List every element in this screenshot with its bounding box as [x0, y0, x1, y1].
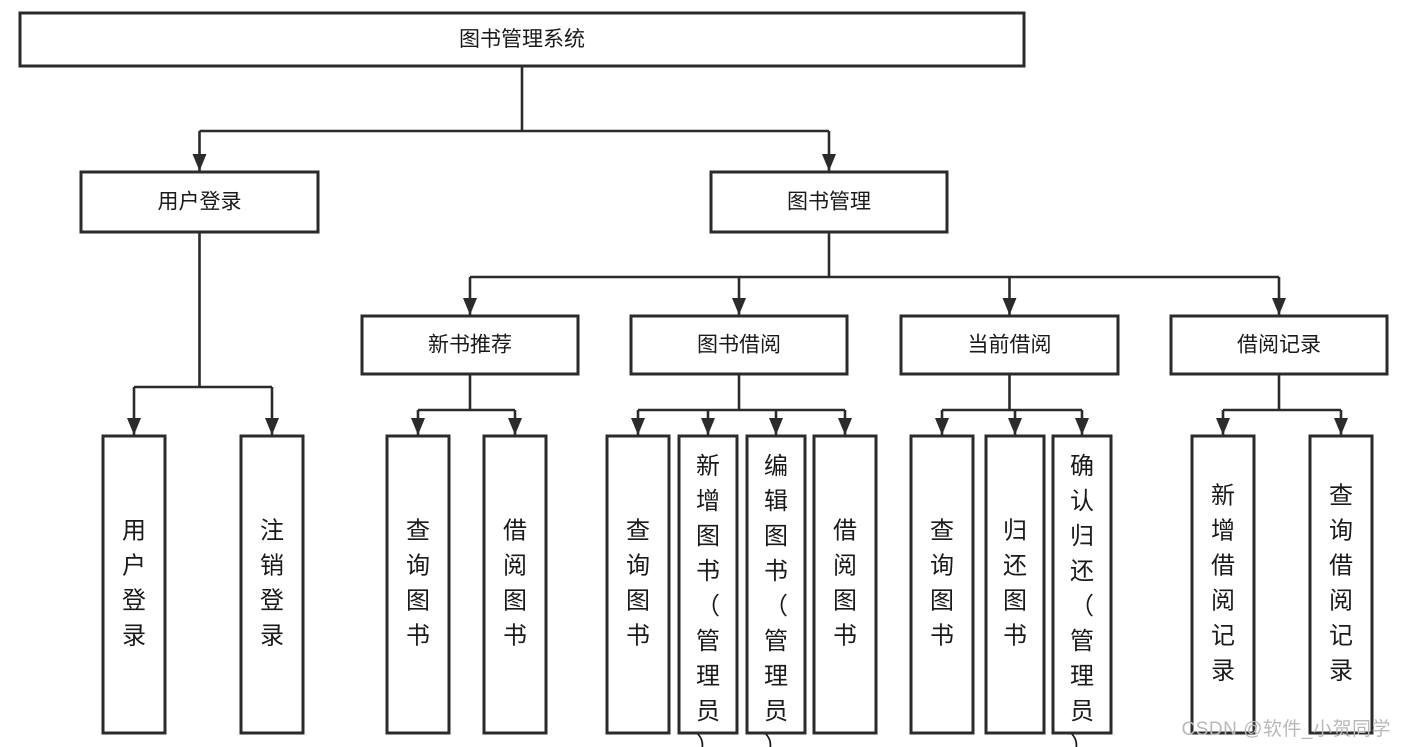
- arrow-head-icon: [411, 418, 425, 435]
- arrow-head-icon: [508, 418, 522, 435]
- node-leaf-borrow-book-recommend-label: 借阅图书: [503, 518, 527, 650]
- node-leaf-confirm-return[interactable]: 确认归还（管理员）: [1051, 434, 1113, 747]
- node-borrow-record[interactable]: 借阅记录: [1169, 314, 1389, 376]
- node-leaf-query-borrow-record-box: [1308, 434, 1374, 735]
- node-leaf-borrow-book-label: 借阅图书: [833, 518, 857, 650]
- node-leaf-edit-book-label: 编辑图书（管理员）: [764, 453, 788, 747]
- node-leaf-borrow-book[interactable]: 借阅图书: [812, 434, 878, 735]
- node-leaf-borrow-book-recommend[interactable]: 借阅图书: [482, 434, 548, 735]
- node-leaf-query-book-recommend[interactable]: 查询图书: [385, 434, 451, 735]
- node-leaf-borrow-book-recommend-box: [482, 434, 548, 735]
- node-leaf-return-book-label: 归还图书: [1003, 518, 1027, 650]
- node-new-book-recommend-label: 新书推荐: [428, 334, 512, 357]
- node-leaf-query-borrow-record-label: 查询借阅记录: [1329, 483, 1353, 685]
- node-user-login[interactable]: 用户登录: [79, 170, 320, 234]
- node-leaf-query-book-current-label: 查询图书: [930, 518, 954, 650]
- arrow-head-icon: [127, 418, 141, 435]
- node-root-label: 图书管理系统: [459, 28, 585, 51]
- node-leaf-user-logout-label: 注销登录: [260, 518, 284, 650]
- node-leaf-add-book-box: [677, 434, 739, 735]
- node-borrow-record-box: [1169, 314, 1389, 376]
- node-leaf-query-book-borrow-box: [605, 434, 671, 735]
- node-leaf-add-borrow-record-label: 新增借阅记录: [1211, 483, 1235, 685]
- arrow-head-icon: [1272, 298, 1286, 315]
- arrow-head-icon: [935, 418, 949, 435]
- node-leaf-query-borrow-record[interactable]: 查询借阅记录: [1308, 434, 1374, 735]
- arrow-head-icon: [463, 298, 477, 315]
- node-current-borrow[interactable]: 当前借阅: [899, 314, 1120, 376]
- node-book-manage[interactable]: 图书管理: [709, 170, 949, 234]
- arrow-head-icon: [732, 298, 746, 315]
- node-leaf-confirm-return-box: [1051, 434, 1113, 735]
- node-leaf-confirm-return-label: 确认归还（管理员）: [1070, 453, 1094, 747]
- arrow-head-icon: [192, 154, 207, 171]
- node-leaf-user-login-box: [101, 434, 167, 735]
- node-book-manage-label: 图书管理: [787, 191, 871, 214]
- node-leaf-user-logout[interactable]: 注销登录: [239, 434, 305, 735]
- node-leaf-query-book-recommend-label: 查询图书: [406, 518, 430, 650]
- node-leaf-return-book-box: [984, 434, 1046, 735]
- node-leaf-user-logout-box: [239, 434, 305, 735]
- arrow-head-icon: [1008, 418, 1022, 435]
- node-leaf-query-book-current-box: [909, 434, 975, 735]
- node-user-login-box: [79, 170, 320, 234]
- node-leaf-query-book-recommend-box: [385, 434, 451, 735]
- node-root[interactable]: 图书管理系统: [18, 11, 1026, 68]
- node-book-borrow[interactable]: 图书借阅: [629, 314, 849, 376]
- node-book-manage-box: [709, 170, 949, 234]
- node-current-borrow-box: [899, 314, 1120, 376]
- node-borrow-record-label: 借阅记录: [1237, 334, 1321, 357]
- node-leaf-user-login[interactable]: 用户登录: [101, 434, 167, 735]
- arrow-head-icon: [1002, 298, 1017, 315]
- node-leaf-user-login-label: 用户登录: [122, 518, 146, 650]
- node-leaf-query-book-current[interactable]: 查询图书: [909, 434, 975, 735]
- node-root-box: [18, 11, 1026, 68]
- node-book-borrow-label: 图书借阅: [697, 334, 781, 357]
- node-leaf-edit-book[interactable]: 编辑图书（管理员）: [745, 434, 807, 747]
- node-new-book-recommend[interactable]: 新书推荐: [360, 314, 580, 376]
- arrow-head-icon: [631, 418, 645, 435]
- node-book-borrow-box: [629, 314, 849, 376]
- node-leaf-add-book[interactable]: 新增图书（管理员）: [677, 434, 739, 747]
- arrow-head-icon: [838, 418, 852, 435]
- node-leaf-edit-book-box: [745, 434, 807, 735]
- node-layer: 图书管理系统用户登录图书管理新书推荐图书借阅当前借阅借阅记录用户登录注销登录查询…: [18, 11, 1389, 747]
- arrow-head-icon: [1334, 418, 1348, 435]
- arrow-head-icon: [1075, 418, 1089, 435]
- arrow-head-icon: [1216, 418, 1230, 435]
- connector-layer: [127, 66, 1348, 435]
- arrow-head-icon: [769, 418, 783, 435]
- node-leaf-add-borrow-record-box: [1190, 434, 1256, 735]
- node-leaf-return-book[interactable]: 归还图书: [984, 434, 1046, 735]
- node-leaf-add-book-label: 新增图书（管理员）: [696, 453, 720, 747]
- node-new-book-recommend-box: [360, 314, 580, 376]
- csdn-watermark: CSDN @软件_小贺同学: [1181, 719, 1391, 740]
- node-leaf-query-book-borrow[interactable]: 查询图书: [605, 434, 671, 735]
- node-leaf-query-book-borrow-label: 查询图书: [626, 518, 650, 650]
- node-leaf-add-borrow-record[interactable]: 新增借阅记录: [1190, 434, 1256, 735]
- arrow-head-icon: [265, 418, 279, 435]
- node-leaf-borrow-book-box: [812, 434, 878, 735]
- node-user-login-label: 用户登录: [158, 191, 242, 214]
- arrow-head-icon: [822, 154, 836, 171]
- arrow-head-icon: [701, 418, 715, 435]
- node-current-borrow-label: 当前借阅: [968, 334, 1052, 357]
